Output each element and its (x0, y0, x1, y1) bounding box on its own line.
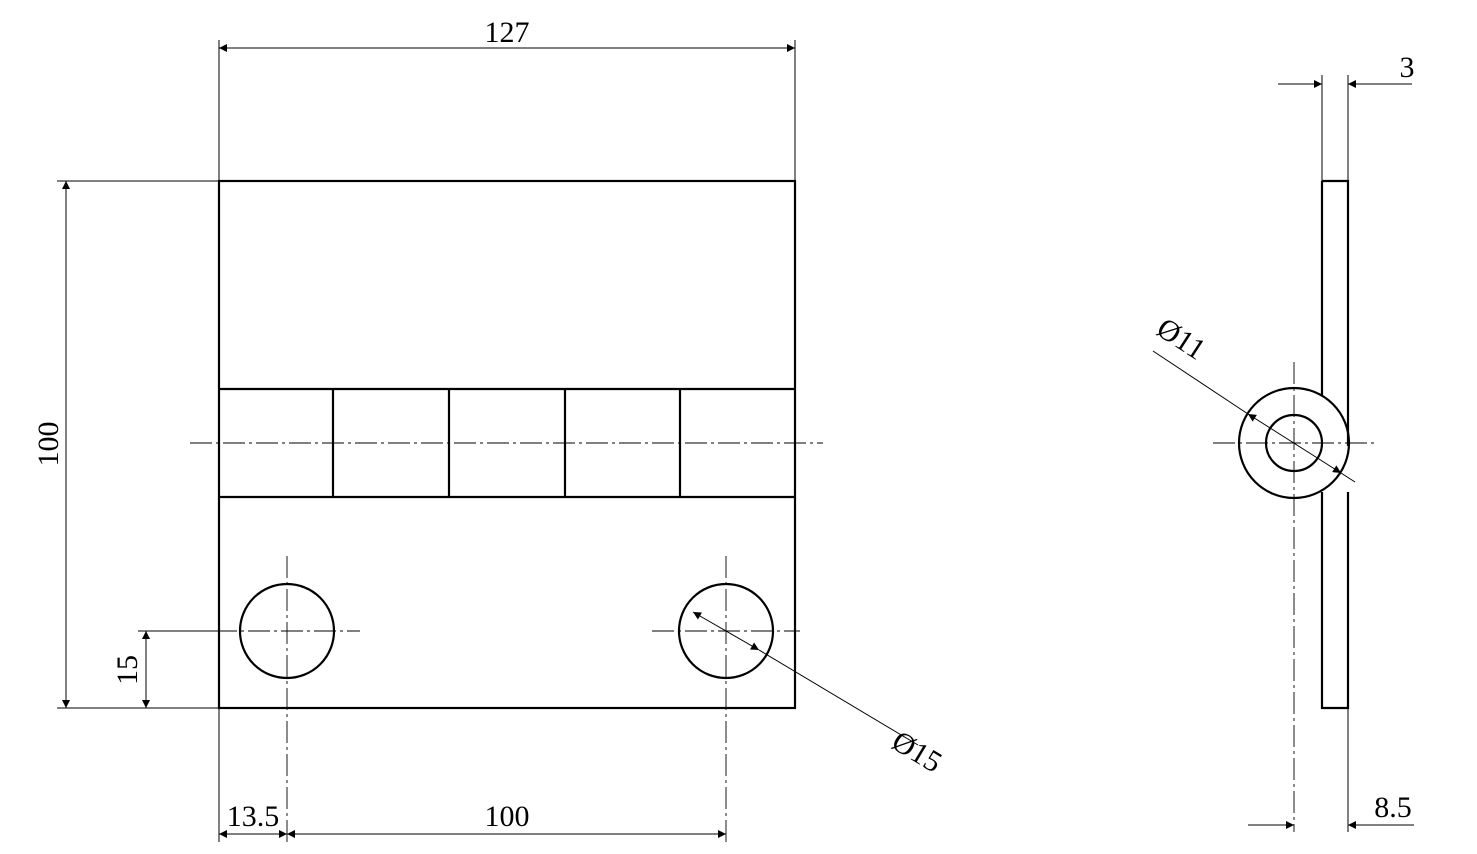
dimension-hole-spacing: 100 (287, 800, 726, 838)
dimension-label: 13.5 (227, 800, 280, 833)
dimension-hole-offset-vertical: 15 (111, 630, 219, 708)
dimension-label: 127 (485, 16, 530, 49)
dimension-overall-height: 100 (32, 180, 219, 709)
dimension-pin-offset: 8.5 (1248, 708, 1414, 832)
leader-line (1152, 350, 1249, 415)
dimension-label: 100 (32, 422, 65, 467)
hinge-plate-outline (217, 179, 797, 710)
dimension-label: Ø11 (1151, 311, 1211, 366)
dimension-line (1247, 413, 1342, 474)
dimension-line (692, 611, 760, 651)
dimension-plate-thickness: 3 (1278, 51, 1415, 181)
side-plate-outline (1320, 179, 1350, 710)
leader-line (1340, 472, 1356, 483)
dimension-label: 15 (111, 655, 144, 685)
front-view (190, 179, 823, 842)
dimension-hole-offset-horizontal: 13.5 (218, 708, 287, 842)
dimension-overall-width: 127 (218, 16, 796, 181)
side-view (1213, 179, 1378, 832)
dimension-label: 3 (1400, 51, 1415, 84)
dimension-label: Ø15 (886, 724, 947, 779)
dimension-label: 100 (485, 800, 530, 833)
dimension-label: 8.5 (1374, 791, 1412, 824)
leader-line (758, 649, 919, 746)
dimension-hole-diameter: Ø15 (692, 611, 948, 779)
